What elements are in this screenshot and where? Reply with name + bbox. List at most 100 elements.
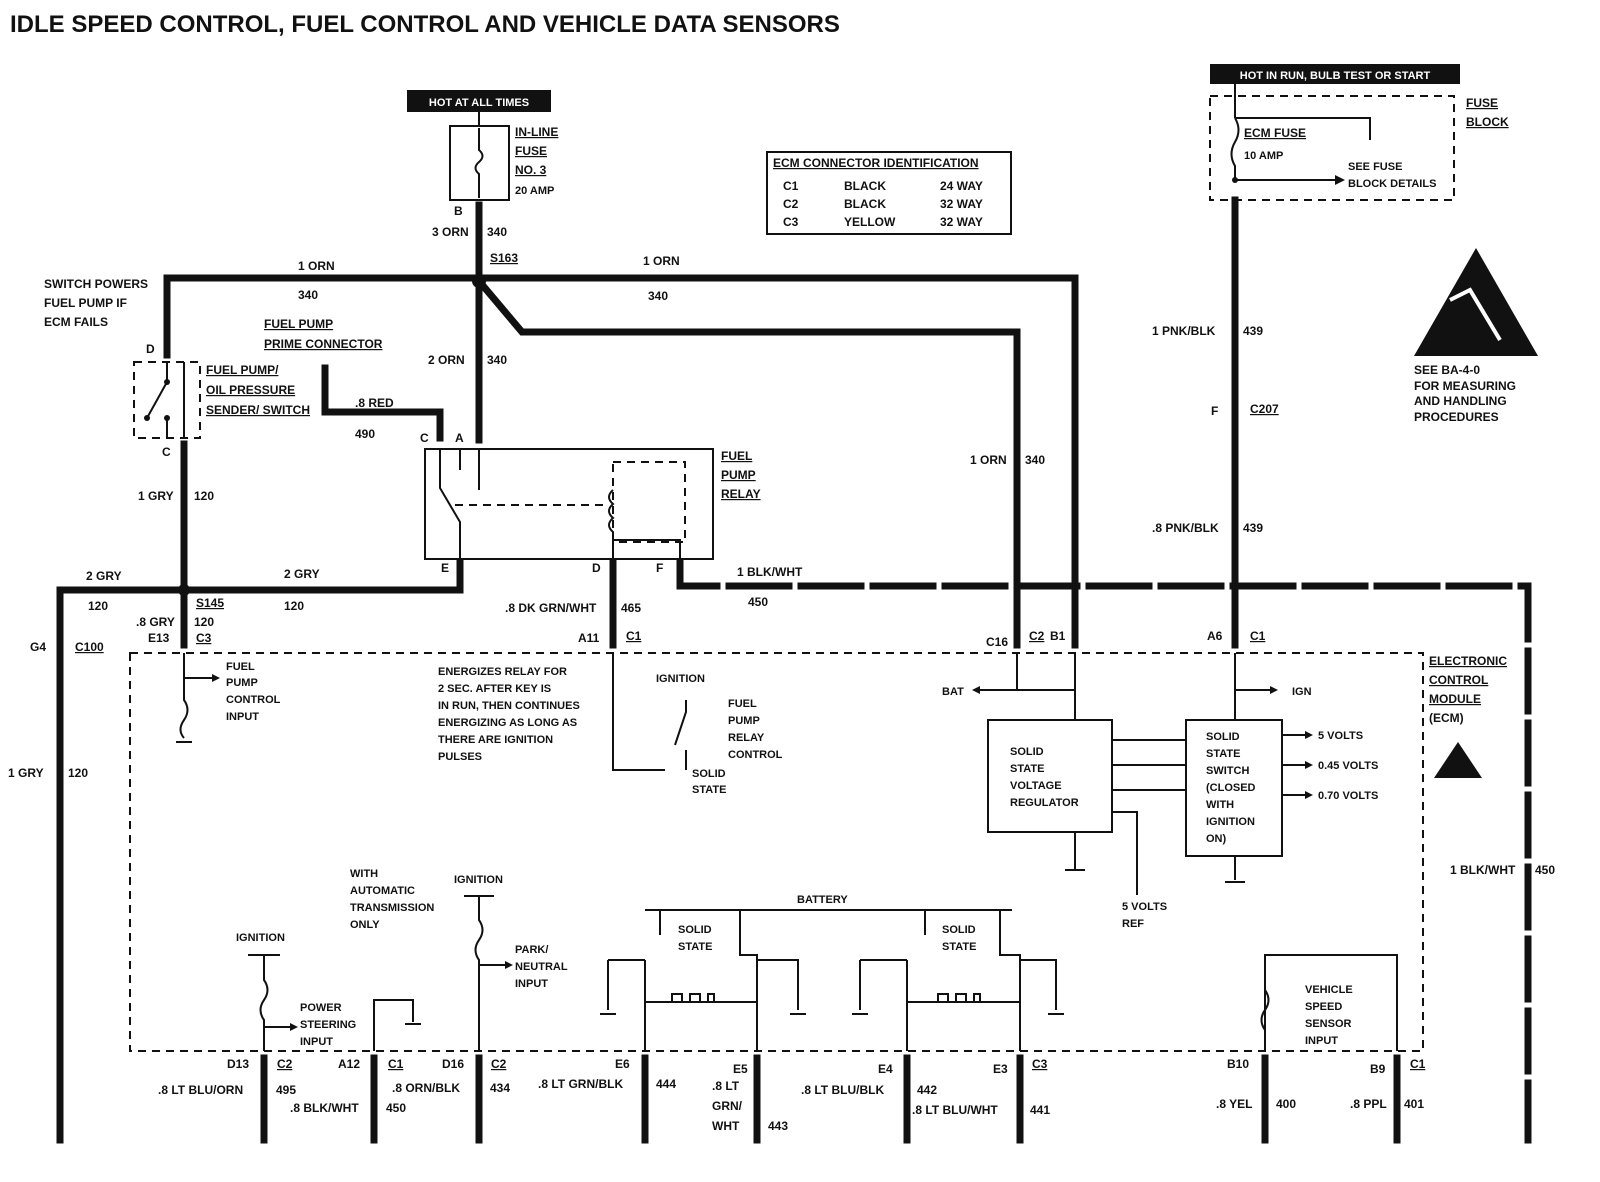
fuse-block-box <box>1209 95 1455 201</box>
ecm-box <box>129 652 1424 1052</box>
ecm-esd-icon <box>1434 742 1482 778</box>
relay-label-3: RELAY <box>721 487 761 501</box>
ps-resistor-icon <box>259 955 290 1051</box>
wire-label-8gry: .8 GRY <box>136 615 175 629</box>
circuit-340-c: 340 <box>648 289 668 303</box>
fp-relay-control-2: PUMP <box>728 715 760 727</box>
switch-powers-2: FUEL PUMP IF <box>44 296 127 310</box>
solid-state-a-2: STATE <box>692 784 726 796</box>
wire-label-1gry-a: 1 GRY <box>138 489 174 503</box>
wire-label-8pnk: .8 PNK/BLK <box>1152 521 1219 535</box>
auto-trans-4: ONLY <box>350 919 380 931</box>
wire-8red <box>321 364 444 442</box>
inline-fuse-label-1: IN-LINE <box>515 125 558 139</box>
pin-d-relay: D <box>592 561 601 575</box>
wire-label-8dkgrn: .8 DK GRN/WHT <box>505 601 597 615</box>
conn-c3-b: C3 <box>1032 1057 1048 1071</box>
vss-4: INPUT <box>1305 1035 1338 1047</box>
circuit-401: 401 <box>1404 1097 1424 1111</box>
fp-input-4: INPUT <box>226 711 259 723</box>
solid-state-b-1: SOLID <box>678 924 712 936</box>
ecm-connector-id-title: ECM CONNECTOR IDENTIFICATION <box>773 156 979 170</box>
switch-4: (CLOSED <box>1206 782 1256 794</box>
conn-c2-c: C2 <box>491 1057 507 1071</box>
pin-d16: D16 <box>442 1057 464 1071</box>
ecm-label-4: (ECM) <box>1429 711 1464 725</box>
pn-2: NEUTRAL <box>515 961 568 973</box>
energizes-3: IN RUN, THEN CONTINUES <box>438 700 580 712</box>
conn-c2-a: C2 <box>1029 629 1045 643</box>
vss-2: SPEED <box>1305 1001 1342 1013</box>
diagram-title: IDLE SPEED CONTROL, FUEL CONTROL AND VEH… <box>10 11 840 38</box>
conn-row-2-c: C2 <box>783 197 799 211</box>
circuit-441: 441 <box>1030 1103 1050 1117</box>
oil-switch-label-3: SENDER/ SWITCH <box>206 403 310 417</box>
volts-5: 5 VOLTS <box>1318 730 1363 742</box>
conn-row-1-color: BLACK <box>844 179 886 193</box>
wire-1orn-right <box>475 274 1079 649</box>
wire-label-8lt: .8 LT <box>712 1079 740 1093</box>
regulator-4: REGULATOR <box>1010 797 1079 809</box>
esd-note-2: FOR MEASURING <box>1414 379 1516 393</box>
circuit-340-d: 340 <box>1025 453 1045 467</box>
pin-d-switch: D <box>146 342 155 356</box>
auto-trans-2: AUTOMATIC <box>350 885 415 897</box>
oil-switch-label-2: OIL PRESSURE <box>206 383 295 397</box>
circuit-434: 434 <box>490 1081 510 1095</box>
pin-a12: A12 <box>338 1057 360 1071</box>
wire-label-2orn: 2 ORN <box>428 353 465 367</box>
relay-coil-icon <box>608 489 681 559</box>
wire-label-2gry-a: 2 GRY <box>86 569 122 583</box>
vss-1: VEHICLE <box>1305 984 1353 996</box>
conn-c1-c: C1 <box>388 1057 404 1071</box>
switch-2: STATE <box>1206 748 1240 760</box>
auto-trans-3: TRANSMISSION <box>350 902 434 914</box>
circuit-439-a: 439 <box>1243 324 1263 338</box>
ref-1: 5 VOLTS <box>1122 901 1167 913</box>
wire-label-1orn-left: 1 ORN <box>298 259 335 273</box>
pin-c-relay: C <box>420 431 429 445</box>
vss-3: SENSOR <box>1305 1018 1352 1030</box>
ecm-connector-id-box <box>766 151 1012 235</box>
regulator-1: SOLID <box>1010 746 1044 758</box>
wire-label-wht: WHT <box>712 1119 740 1133</box>
circuit-490: 490 <box>355 427 375 441</box>
switch-powers-3: ECM FAILS <box>44 315 108 329</box>
splice-s145: S145 <box>196 596 224 610</box>
fp-relay-control-switch-icon <box>612 653 687 771</box>
wire-label-1orn-c16: 1 ORN <box>970 453 1007 467</box>
fp-input-3: CONTROL <box>226 694 281 706</box>
conn-row-2-color: BLACK <box>844 197 886 211</box>
prime-connector-label-2: PRIME CONNECTOR <box>264 337 383 351</box>
pin-e4: E4 <box>878 1062 893 1076</box>
connector-c100: C100 <box>75 640 104 654</box>
pin-b: B <box>454 204 463 218</box>
pin-e6: E6 <box>615 1057 630 1071</box>
circuit-450-a: 450 <box>748 595 768 609</box>
ignition-label-c: IGNITION <box>454 874 503 886</box>
circuit-444: 444 <box>656 1077 676 1091</box>
switch-5: WITH <box>1206 799 1234 811</box>
energizes-1: ENERGIZES RELAY FOR <box>438 666 567 678</box>
energizes-6: PULSES <box>438 751 482 763</box>
pn-resistor-icon <box>474 896 505 1051</box>
switch-6: IGNITION <box>1206 816 1255 828</box>
pn-3: INPUT <box>515 978 548 990</box>
wire-label-8red: .8 RED <box>355 396 394 410</box>
circuit-442: 442 <box>917 1083 937 1097</box>
ignition-label-a: IGNITION <box>656 673 705 685</box>
conn-c1-a: C1 <box>626 629 642 643</box>
oil-switch-label-1: FUEL PUMP/ <box>206 363 279 377</box>
ecm-fuse-label: ECM FUSE <box>1244 126 1306 140</box>
pin-b9: B9 <box>1370 1062 1386 1076</box>
inline-fuse-label-3: NO. 3 <box>515 163 547 177</box>
conn-row-1-way: 24 WAY <box>940 179 983 193</box>
wire-label-grn: GRN/ <box>712 1099 743 1113</box>
conn-row-2-way: 32 WAY <box>940 197 983 211</box>
pulse-icon-1 <box>671 993 715 1003</box>
conn-row-1-c: C1 <box>783 179 799 193</box>
wire-label-2gry-b: 2 GRY <box>284 567 320 581</box>
switch-3: SWITCH <box>1206 765 1249 777</box>
pin-a6: A6 <box>1207 629 1223 643</box>
hot-in-run-banner <box>1210 64 1460 84</box>
